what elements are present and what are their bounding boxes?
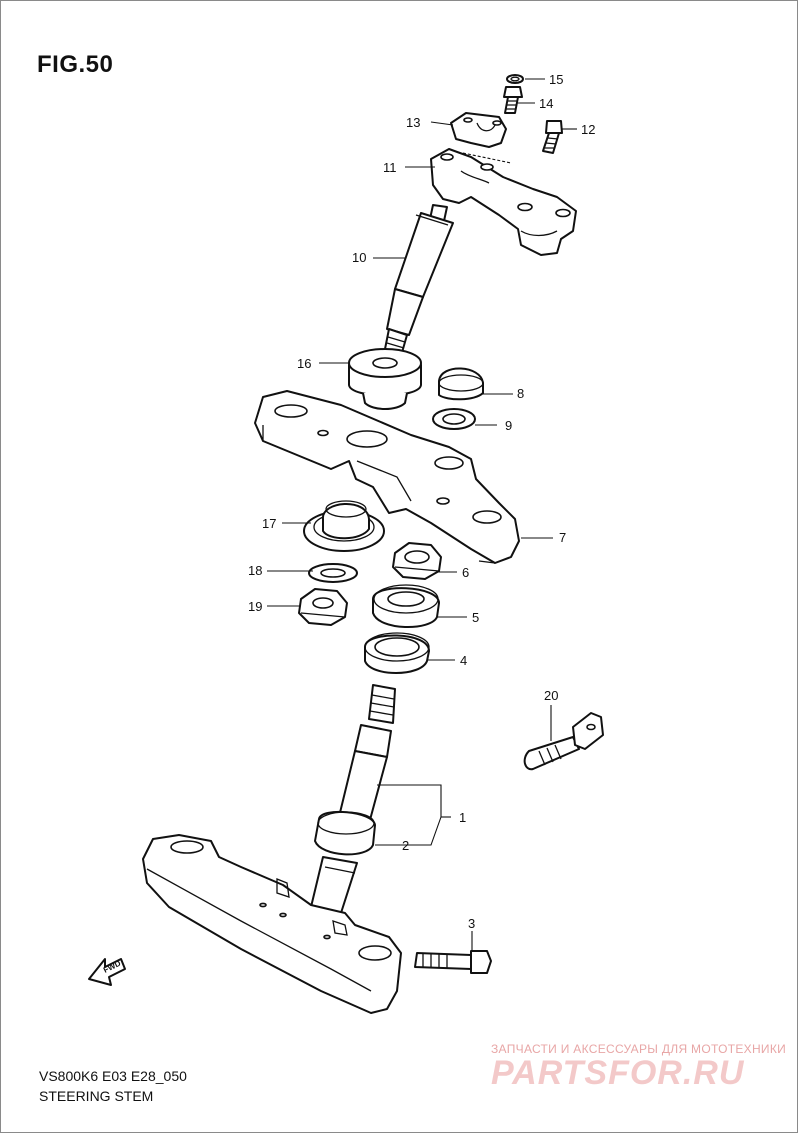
label-part-4: 4 <box>460 653 467 668</box>
label-part-7: 7 <box>559 530 566 545</box>
label-part-3: 3 <box>468 916 475 931</box>
part-1-steering-stem <box>310 684 396 914</box>
label-part-16: 16 <box>297 356 311 371</box>
part-7-upper-bracket <box>254 390 520 564</box>
part-14-bolt <box>503 86 523 114</box>
part-10-stem-bolt <box>382 204 454 364</box>
part-4-bearing <box>364 632 430 674</box>
label-part-19: 19 <box>248 599 262 614</box>
part-19-nut <box>298 588 348 626</box>
part-3-pinch-bolt <box>414 950 492 974</box>
label-part-10: 10 <box>352 250 366 265</box>
label-part-1: 1 <box>459 810 466 825</box>
part-15-o-ring <box>506 74 524 84</box>
label-part-14: 14 <box>539 96 553 111</box>
label-part-20: 20 <box>544 688 558 703</box>
label-part-11: 11 <box>383 160 397 175</box>
leader-lines <box>267 78 577 951</box>
label-part-17: 17 <box>262 516 276 531</box>
label-part-2: 2 <box>402 838 409 853</box>
label-part-15: 15 <box>549 72 563 87</box>
figure-title: FIG.50 <box>37 51 114 78</box>
part-9-washer <box>432 408 476 430</box>
label-part-9: 9 <box>505 418 512 433</box>
watermark-brand: PARTSFOR.RU <box>491 1054 745 1092</box>
part-16-stem-nut <box>348 348 422 410</box>
part-5-dust-seal <box>372 584 440 628</box>
part-20-lock-screw <box>523 712 604 771</box>
label-part-8: 8 <box>517 386 524 401</box>
fwd-arrow-icon: FWD <box>88 958 126 986</box>
label-part-5: 5 <box>472 610 479 625</box>
part-6-nut <box>392 542 442 580</box>
part-13-clamp-cap <box>450 112 507 148</box>
part-number-labels: 1 2 3 4 5 6 7 8 9 10 11 12 13 14 15 16 1… <box>248 72 595 931</box>
part-12-bolt <box>542 120 563 154</box>
figure-name: STEERING STEM <box>39 1088 154 1104</box>
part-8-cap-nut <box>438 367 484 401</box>
part-18-washer <box>308 563 358 583</box>
label-part-12: 12 <box>581 122 595 137</box>
label-part-13: 13 <box>406 115 420 130</box>
figure-code: VS800K6 E03 E28_050 <box>39 1068 187 1084</box>
label-part-6: 6 <box>462 565 469 580</box>
part-17-damper <box>303 500 385 552</box>
label-part-18: 18 <box>248 563 262 578</box>
part-1-lower-bracket <box>142 834 402 1014</box>
watermark-tagline: ЗАПЧАСТИ И АКСЕССУАРЫ ДЛЯ МОТОТЕХНИКИ <box>491 1042 787 1056</box>
part-11-handlebar-holder <box>430 148 577 256</box>
